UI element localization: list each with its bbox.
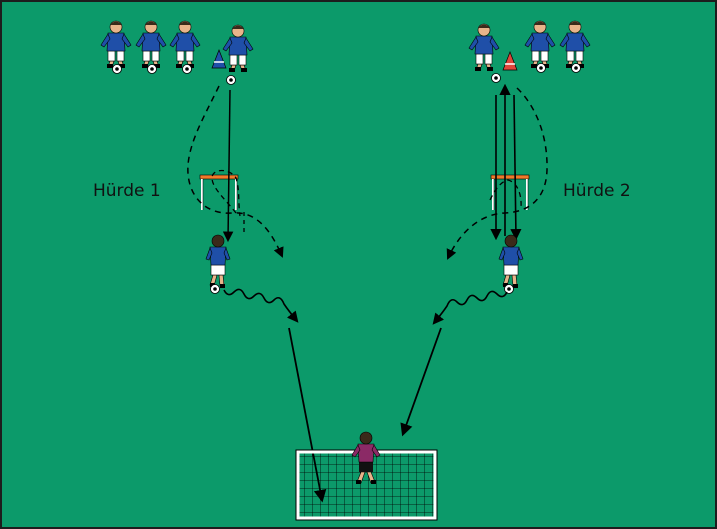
goalkeeper-icon <box>351 431 381 484</box>
right-dribble-arrow <box>432 290 508 325</box>
ball-icon <box>226 75 236 85</box>
cone-icon <box>211 49 227 69</box>
ball-icon <box>536 63 546 73</box>
right-shot-line <box>400 327 442 437</box>
left-run-paths <box>187 85 284 258</box>
cone-icon <box>502 51 518 71</box>
ball-icon <box>147 64 157 74</box>
right-player-group <box>468 20 591 83</box>
ball-icon <box>210 284 220 294</box>
left-player-group <box>100 20 254 85</box>
ball-icon <box>571 63 581 73</box>
right-run-paths <box>446 83 548 260</box>
ball-icon <box>182 64 192 74</box>
hurdle-1-label: Hürde 1 <box>93 181 161 201</box>
ball-icon <box>491 73 501 83</box>
hurdle-2-label: Hürde 2 <box>563 181 631 201</box>
ball-icon <box>504 284 514 294</box>
left-dribble-arrow <box>223 288 299 323</box>
ball-icon <box>112 64 122 74</box>
